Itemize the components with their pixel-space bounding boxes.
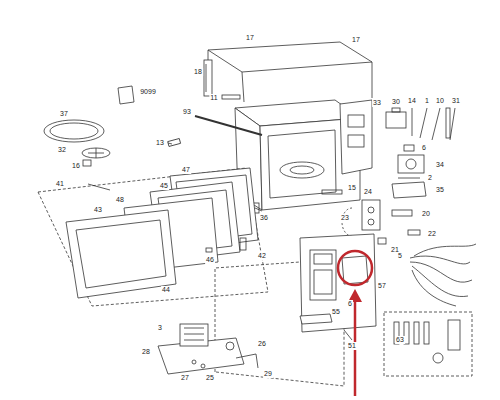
callout-number: 23 [340, 214, 350, 222]
callout-number: 25 [205, 374, 215, 382]
callout-number: 93 [182, 108, 192, 116]
callout-number: 14 [407, 97, 417, 105]
callout-number: 44 [161, 286, 171, 294]
callout-number: 46 [205, 256, 215, 264]
callout-number: 9099 [139, 88, 157, 96]
callout-number: 22 [427, 230, 437, 238]
callout-number: 37 [59, 110, 69, 118]
callout-number: 30 [391, 98, 401, 106]
callout-number: 45 [159, 182, 169, 190]
callout-number: 18 [193, 68, 203, 76]
callout-number: 3 [157, 324, 163, 332]
callout-number: 17 [245, 34, 255, 42]
callout-number: 24 [363, 188, 373, 196]
callout-number: 31 [451, 97, 461, 105]
callout-number: 26 [257, 340, 267, 348]
callout-number: 2 [427, 174, 433, 182]
callout-number: 63 [395, 336, 405, 344]
callout-number: 5 [397, 252, 403, 260]
callout-number: 36 [259, 214, 269, 222]
callout-number: 57 [377, 282, 387, 290]
callout-number: 6 [421, 144, 427, 152]
callout-number: 43 [93, 206, 103, 214]
callout-number: 1 [424, 97, 430, 105]
callout-number: 27 [180, 374, 190, 382]
callout-number: 20 [421, 210, 431, 218]
callout-number: 10 [435, 97, 445, 105]
callout-number: 28 [141, 348, 151, 356]
callout-number: 17 [351, 36, 361, 44]
callout-number: 51 [347, 342, 357, 350]
callout-number: 6 [347, 300, 353, 308]
callout-number: 34 [435, 161, 445, 169]
callout-number: 41 [55, 180, 65, 188]
callout-number: 35 [435, 186, 445, 194]
callout-number: 11 [209, 94, 218, 102]
callout-number: 48 [115, 196, 125, 204]
callout-number: 16 [71, 162, 81, 170]
callout-number: 15 [347, 184, 357, 192]
callout-number: 33 [372, 99, 382, 107]
callout-number: 47 [181, 166, 191, 174]
callout-number: 42 [257, 252, 267, 260]
callout-number: 32 [57, 146, 67, 154]
callout-number: 13 [155, 139, 165, 147]
callout-number: 55 [331, 308, 341, 316]
callout-number: 29 [263, 370, 273, 378]
